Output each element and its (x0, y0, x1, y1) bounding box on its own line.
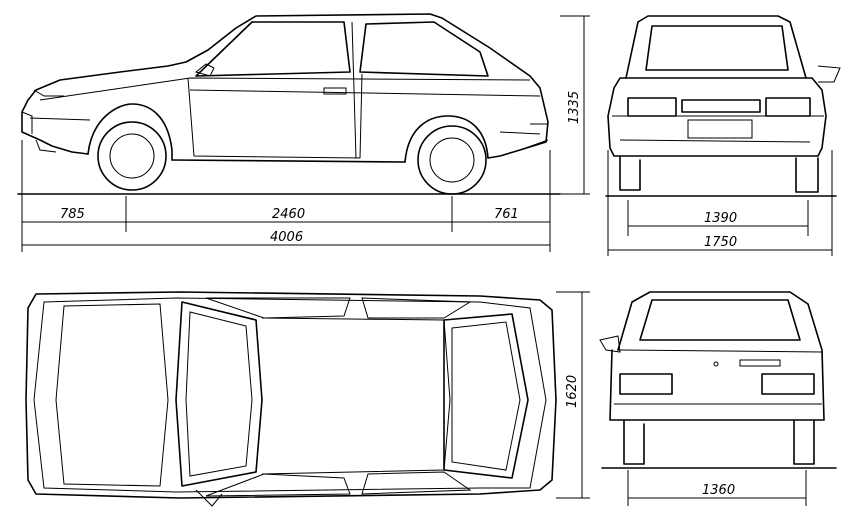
dim-front-track: 1390 (704, 211, 737, 226)
dim-wheelbase: 2460 (272, 207, 305, 222)
dim-rear-track: 1360 (702, 483, 735, 498)
top-view (25, 291, 557, 507)
dim-overall-length: 4006 (270, 230, 303, 245)
side-view (17, 13, 561, 195)
dim-height: 1335 (567, 91, 582, 124)
dim-rear-overhang: 761 (494, 207, 519, 222)
dim-front-overhang: 785 (60, 207, 85, 222)
rear-view (599, 291, 837, 469)
front-view (605, 15, 841, 197)
side-dimensions: 785 2460 761 4006 1335 (21, 15, 590, 252)
rear-dimensions: 1360 (627, 470, 807, 506)
top-dimensions: 1620 (556, 291, 590, 499)
front-dimensions: 1390 1750 (607, 150, 833, 256)
dim-overall-width: 1750 (704, 235, 737, 250)
dim-body-width: 1620 (565, 375, 580, 408)
